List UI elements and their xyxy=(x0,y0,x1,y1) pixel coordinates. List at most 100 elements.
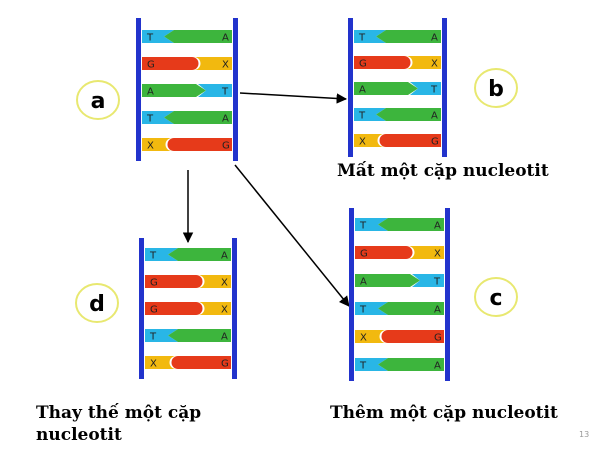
base-T xyxy=(354,108,386,121)
base-letter-T: T xyxy=(359,361,367,372)
base-A xyxy=(378,218,444,231)
base-G xyxy=(381,330,444,343)
base-letter-X: X xyxy=(434,249,441,260)
base-X xyxy=(142,138,172,151)
base-letter-X: X xyxy=(147,141,154,152)
badge-d xyxy=(75,283,119,323)
base-letter-A: A xyxy=(434,221,441,232)
badge-c xyxy=(474,277,518,317)
base-letter-T: T xyxy=(359,221,367,232)
base-G xyxy=(142,57,199,70)
base-letter-A: A xyxy=(221,251,228,262)
base-T xyxy=(142,30,174,43)
base-A xyxy=(376,108,441,121)
base-letter-A: A xyxy=(359,85,366,96)
badge-label-c: c xyxy=(489,286,502,311)
base-letter-T: T xyxy=(430,85,438,96)
backbone-left xyxy=(136,18,141,161)
base-A xyxy=(164,111,232,124)
base-letter-T: T xyxy=(149,332,157,343)
base-letter-X: X xyxy=(431,59,438,70)
base-letter-A: A xyxy=(222,33,229,44)
base-T xyxy=(142,111,174,124)
base-G xyxy=(355,246,413,259)
badges-layer: a b c d xyxy=(75,68,518,323)
base-A xyxy=(168,248,231,261)
backbone-right xyxy=(233,18,238,161)
base-A xyxy=(378,302,444,315)
base-letter-A: A xyxy=(434,305,441,316)
base-letter-X: X xyxy=(221,278,228,289)
base-letter-T: T xyxy=(433,277,441,288)
base-A xyxy=(168,329,231,342)
base-letter-T: T xyxy=(358,33,366,44)
base-letter-A: A xyxy=(360,277,367,288)
backbone-left xyxy=(348,18,353,157)
base-letter-A: A xyxy=(434,361,441,372)
base-letter-G: G xyxy=(222,141,230,152)
base-G xyxy=(145,275,203,288)
base-letter-G: G xyxy=(359,59,367,70)
base-X xyxy=(408,246,444,259)
base-A xyxy=(376,30,441,43)
base-letter-G: G xyxy=(431,137,439,148)
base-letter-T: T xyxy=(221,87,229,98)
base-X xyxy=(406,56,441,69)
base-letter-A: A xyxy=(431,111,438,122)
base-letter-X: X xyxy=(150,359,157,370)
base-X xyxy=(355,330,386,343)
base-A xyxy=(142,84,206,97)
base-letter-T: T xyxy=(149,251,157,262)
base-letter-T: T xyxy=(146,33,154,44)
base-G xyxy=(167,138,232,151)
base-T xyxy=(410,82,441,95)
page-number: 13 xyxy=(579,430,590,439)
base-letter-G: G xyxy=(434,333,442,344)
base-letter-G: G xyxy=(150,278,158,289)
base-T xyxy=(145,329,178,342)
base-X xyxy=(198,302,231,315)
caption-deletion: Mất một cặp nucleotit xyxy=(337,161,549,181)
base-G xyxy=(145,302,203,315)
base-G xyxy=(171,356,231,369)
backbone-right xyxy=(232,238,237,379)
base-A xyxy=(378,358,444,371)
badge-label-b: b xyxy=(488,77,504,102)
base-G xyxy=(354,56,411,69)
base-letter-A: A xyxy=(431,33,438,44)
badge-label-d: d xyxy=(89,292,105,317)
base-G xyxy=(379,134,441,147)
badge-label-a: a xyxy=(91,89,106,114)
base-letter-T: T xyxy=(359,305,367,316)
base-A xyxy=(355,274,420,287)
base-T xyxy=(412,274,444,287)
base-A xyxy=(164,30,232,43)
base-T xyxy=(354,30,386,43)
backbone-left xyxy=(139,238,144,379)
arrow-a-to-c xyxy=(234,164,350,307)
badge-a xyxy=(76,80,120,120)
